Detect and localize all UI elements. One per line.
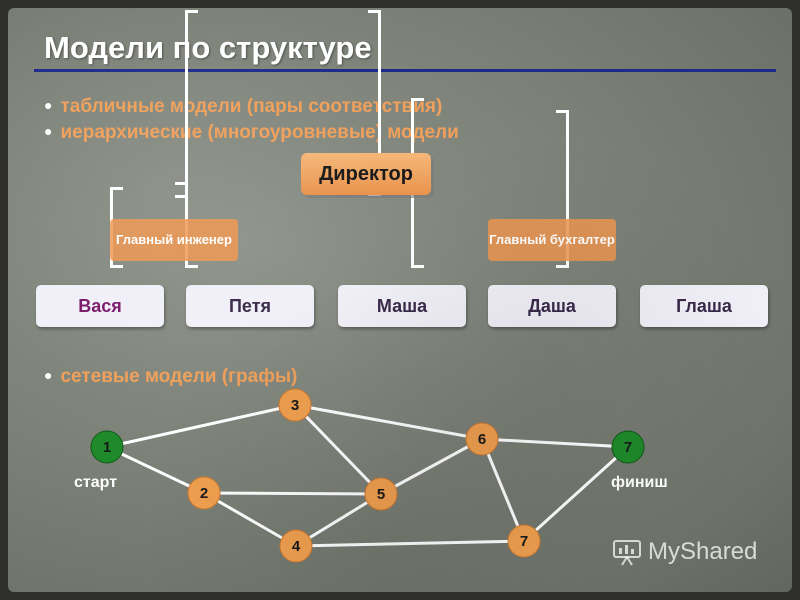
edge-4-7b — [295, 539, 525, 548]
graph-node — [507, 524, 541, 558]
slide: Модели по структуре ● табличные модели (п… — [8, 8, 792, 592]
bullet-network: ● сетевые модели (графы) — [44, 366, 297, 388]
bullet-dot-icon: ● — [44, 367, 53, 383]
director-box: Директор — [301, 153, 431, 195]
start-label: старт — [74, 474, 118, 491]
presentation-icon — [612, 538, 642, 566]
bullet-hierarchical: ● иерархические (многоуровневые) модели — [44, 122, 459, 144]
employee-box-glasha: Глаша — [640, 285, 768, 327]
employee-box-petya: Петя — [186, 285, 314, 327]
finish-label: финиш — [611, 474, 668, 491]
graph-node — [364, 477, 398, 511]
graph-node-label: 6 — [478, 431, 486, 448]
edge-1-3 — [106, 403, 296, 449]
edge-2-5 — [203, 491, 382, 496]
edge-7b-7a — [522, 445, 630, 543]
graph-node — [611, 430, 645, 464]
graph-node — [279, 529, 313, 563]
edge-2-4 — [203, 491, 297, 548]
chief-engineer-box: Главный инженер — [110, 219, 238, 261]
graph-node — [187, 476, 221, 510]
edge-6-7a — [481, 437, 629, 449]
bullet-tabular-text: табличные модели (пары соответствия) — [60, 96, 443, 117]
watermark-text: MyShared — [648, 538, 758, 565]
employee-box-masha: Маша — [338, 285, 466, 327]
graph-node-label: 1 — [103, 439, 111, 456]
bullet-dot-icon: ● — [44, 97, 53, 113]
graph-node-label: 3 — [291, 397, 299, 414]
page-title: Модели по структуре — [44, 30, 372, 65]
edge-1-2 — [106, 445, 205, 495]
graph-node — [465, 422, 499, 456]
edge-6-5 — [380, 437, 483, 496]
graph-node-label: 2 — [200, 485, 208, 502]
edge-3-6 — [294, 403, 483, 441]
employee-box-vasya: Вася — [36, 285, 164, 327]
bullet-hierarchical-text: иерархические (многоуровневые) модели — [60, 122, 459, 143]
network-graph: 1 2 3 4 5 6 7 7 — [90, 388, 645, 563]
edge-5-4 — [295, 492, 382, 548]
graph-node — [90, 430, 124, 464]
title-divider — [34, 69, 776, 72]
graph-node — [278, 388, 312, 422]
bullet-tabular: ● табличные модели (пары соответствия) — [44, 96, 442, 118]
bullet-network-text: сетевые модели (графы) — [60, 366, 298, 387]
graph-node-label: 7 — [520, 533, 528, 550]
edge-6-7b — [480, 438, 526, 542]
graph-node-label: 7 — [624, 439, 632, 456]
edge-3-5 — [293, 403, 383, 496]
graph-node-label: 4 — [292, 538, 301, 555]
watermark: MyShared — [612, 538, 757, 566]
graph-node-label: 5 — [377, 486, 385, 503]
bullet-dot-icon: ● — [44, 123, 53, 139]
chief-accountant-box: Главный бухгалтер — [488, 219, 616, 261]
employee-box-dasha: Даша — [488, 285, 616, 327]
